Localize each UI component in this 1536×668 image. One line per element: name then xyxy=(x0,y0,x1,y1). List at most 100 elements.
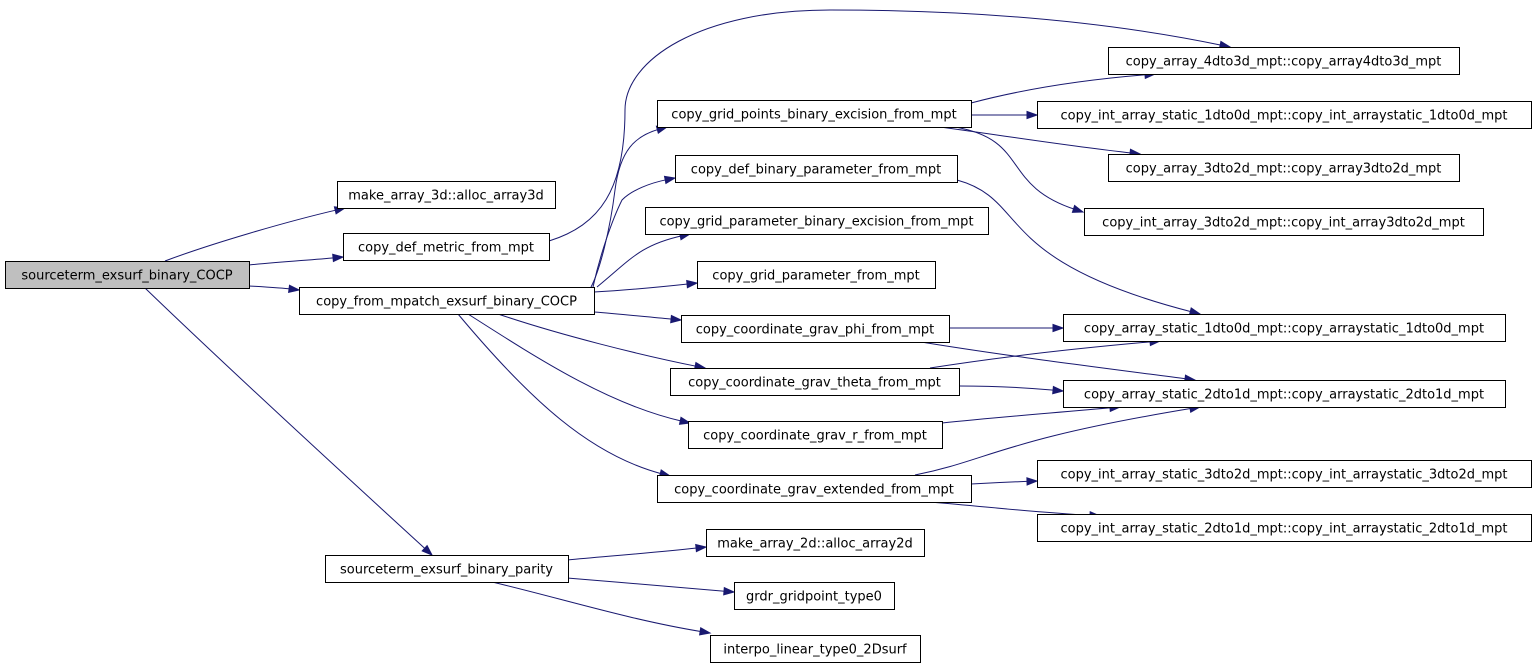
call-edge-line xyxy=(164,209,338,262)
function-node-n19[interactable]: copy_int_array_static_3dto2d_mpt::copy_i… xyxy=(1037,460,1532,488)
function-node-n8[interactable]: copy_grid_parameter_from_mpt xyxy=(697,261,936,289)
function-node-box[interactable] xyxy=(706,529,925,557)
arrow-head-icon xyxy=(663,175,677,185)
function-node-box[interactable] xyxy=(1063,380,1506,408)
call-edge-n3-n9 xyxy=(593,311,683,324)
arrow-head-icon xyxy=(678,416,692,425)
call-edge-n0-n2 xyxy=(248,253,345,266)
function-node-n7[interactable]: copy_grid_parameter_binary_excision_from… xyxy=(645,207,989,235)
function-node-n23[interactable]: interpo_linear_type0_2Dsurf xyxy=(710,635,921,663)
call-edge-line xyxy=(914,340,1188,380)
function-node-label: copy_grid_parameter_binary_excision_from… xyxy=(659,215,973,230)
call-edge-line xyxy=(248,257,336,266)
call-edge-line xyxy=(593,283,690,293)
function-node-n3[interactable]: copy_from_mpatch_exsurf_binary_COCP xyxy=(299,287,595,315)
function-node-n16[interactable]: copy_int_array_3dto2d_mpt::copy_int_arra… xyxy=(1084,208,1484,236)
function-node-label: make_array_3d::alloc_array3d xyxy=(348,189,543,204)
function-node-n5[interactable]: copy_grid_points_binary_excision_from_mp… xyxy=(657,100,972,128)
call-edge-line xyxy=(248,285,292,290)
function-node-box[interactable] xyxy=(1108,154,1460,182)
function-node-box[interactable] xyxy=(681,315,950,343)
function-node-n22[interactable]: grdr_gridpoint_type0 xyxy=(734,582,895,610)
call-edge-line xyxy=(954,126,1076,211)
function-node-label: copy_coordinate_grav_theta_from_mpt xyxy=(688,376,941,391)
call-edge-n3-n11 xyxy=(467,313,692,425)
function-node-box[interactable] xyxy=(343,233,550,261)
function-node-n0[interactable]: sourceterm_exsurf_binary_COCP xyxy=(5,261,250,289)
arrow-head-icon xyxy=(1026,110,1039,120)
call-edge-line xyxy=(144,287,427,550)
function-node-n9[interactable]: copy_coordinate_grav_phi_from_mpt xyxy=(681,315,950,343)
arrow-head-icon xyxy=(1052,385,1065,395)
function-node-box[interactable] xyxy=(688,421,943,449)
function-node-n12[interactable]: copy_coordinate_grav_extended_from_mpt xyxy=(657,475,972,503)
function-node-box[interactable] xyxy=(1084,208,1484,236)
call-edge-n3-n8 xyxy=(593,279,699,293)
call-edge-line xyxy=(566,547,699,561)
arrow-head-icon xyxy=(332,253,345,263)
function-node-n11[interactable]: copy_coordinate_grav_r_from_mpt xyxy=(688,421,943,449)
function-node-box[interactable] xyxy=(675,155,958,183)
call-edge-line xyxy=(491,581,703,633)
function-node-label: copy_int_array_static_1dto0d_mpt::copy_i… xyxy=(1060,109,1507,124)
function-node-label: copy_grid_parameter_from_mpt xyxy=(712,269,919,284)
function-node-box[interactable] xyxy=(1063,314,1506,342)
call-edge-line xyxy=(956,179,1193,313)
function-node-box[interactable] xyxy=(734,582,895,610)
function-node-box[interactable] xyxy=(710,635,921,663)
call-edge-n4-n22 xyxy=(566,577,736,596)
call-edge-n0-n3 xyxy=(248,284,301,294)
function-node-n15[interactable]: copy_array_3dto2d_mpt::copy_array3dto2d_… xyxy=(1108,154,1460,182)
call-edge-line xyxy=(590,128,660,288)
function-node-n13[interactable]: copy_array_4dto3d_mpt::copy_array4dto3d_… xyxy=(1108,47,1460,75)
function-node-box[interactable] xyxy=(1108,47,1460,75)
function-node-label: grdr_gridpoint_type0 xyxy=(746,590,882,605)
function-node-n2[interactable]: copy_def_metric_from_mpt xyxy=(343,233,550,261)
function-node-box[interactable] xyxy=(1037,514,1532,542)
call-edge-n3-n7 xyxy=(596,232,692,288)
function-node-n14[interactable]: copy_int_array_static_1dto0d_mpt::copy_i… xyxy=(1037,101,1532,129)
function-node-box[interactable] xyxy=(5,261,250,289)
call-edge-line xyxy=(970,74,1148,104)
function-node-box[interactable] xyxy=(1037,460,1532,488)
function-node-label: copy_int_array_static_2dto1d_mpt::copy_i… xyxy=(1060,522,1507,537)
call-edge-line xyxy=(497,313,698,367)
function-node-box[interactable] xyxy=(670,368,960,396)
call-edge-n12-n19 xyxy=(970,477,1039,486)
function-nodes: sourceterm_exsurf_binary_COCP make_array_… xyxy=(5,47,1532,663)
function-node-box[interactable] xyxy=(657,475,972,503)
arrow-head-icon xyxy=(288,284,301,294)
arrow-head-icon xyxy=(421,544,434,556)
function-node-n20[interactable]: copy_int_array_static_2dto1d_mpt::copy_i… xyxy=(1037,514,1532,542)
function-node-box[interactable] xyxy=(657,100,972,128)
function-node-n10[interactable]: copy_coordinate_grav_theta_from_mpt xyxy=(670,368,960,396)
function-node-n21[interactable]: make_array_2d::alloc_array2d xyxy=(706,529,925,557)
function-node-label: copy_grid_points_binary_excision_from_mp… xyxy=(671,108,956,123)
arrow-head-icon xyxy=(1026,477,1039,486)
function-node-box[interactable] xyxy=(325,555,569,583)
function-node-box[interactable] xyxy=(337,181,556,209)
function-node-n1[interactable]: make_array_3d::alloc_array3d xyxy=(337,181,556,209)
function-node-n6[interactable]: copy_def_binary_parameter_from_mpt xyxy=(675,155,958,183)
function-node-box[interactable] xyxy=(299,287,595,315)
function-node-box[interactable] xyxy=(645,207,989,235)
function-node-label: copy_array_3dto2d_mpt::copy_array3dto2d_… xyxy=(1126,162,1442,177)
function-node-n18[interactable]: copy_array_static_2dto1d_mpt::copy_array… xyxy=(1063,380,1506,408)
call-edge-n5-n14 xyxy=(970,110,1039,120)
call-edge-n5-n16 xyxy=(954,126,1085,213)
function-node-n4[interactable]: sourceterm_exsurf_binary_parity xyxy=(325,555,569,583)
call-edge-line xyxy=(939,126,1133,154)
function-node-n17[interactable]: copy_array_static_1dto0d_mpt::copy_array… xyxy=(1063,314,1506,342)
arrow-head-icon xyxy=(1188,307,1202,316)
call-edge-n3-n12 xyxy=(457,313,672,478)
function-node-box[interactable] xyxy=(1037,101,1532,129)
call-edge-n6-n17 xyxy=(956,179,1202,316)
arrow-head-icon xyxy=(1052,323,1065,333)
call-edge-n10-n18 xyxy=(958,385,1065,395)
function-node-box[interactable] xyxy=(697,261,936,289)
call-edge-line xyxy=(970,480,1030,485)
function-node-label: copy_int_array_static_3dto2d_mpt::copy_i… xyxy=(1060,468,1507,483)
call-edge-n4-n21 xyxy=(566,543,708,561)
call-edge-n5-n15 xyxy=(939,126,1142,158)
